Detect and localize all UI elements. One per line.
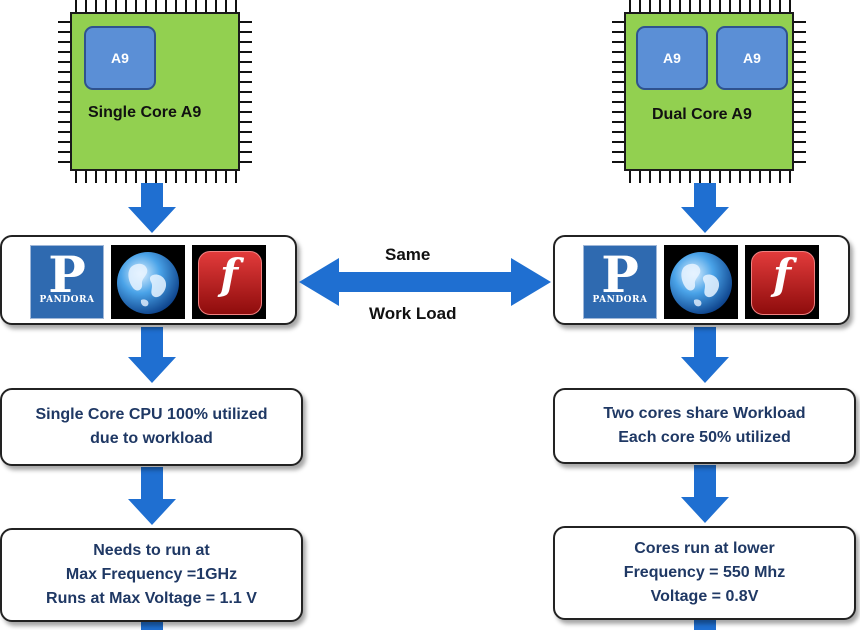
right-chip: A9 A9 Dual Core A9 (624, 12, 794, 171)
pandora-icon: P PANDORA (583, 245, 657, 319)
left-arrow-chip-to-apps (128, 183, 176, 233)
flash-icon: f (192, 245, 266, 319)
left-freq-line-3: Runs at Max Voltage = 1.1 V (46, 590, 257, 607)
left-status-line-2: due to workload (90, 430, 213, 447)
left-apps-box: P PANDORA f (0, 235, 297, 325)
pandora-icon: P PANDORA (30, 245, 104, 319)
flash-icon: f (745, 245, 819, 319)
pandora-text: PANDORA (39, 295, 95, 305)
left-status-line-1: Single Core CPU 100% utilized (35, 406, 268, 423)
right-freq-line-3: Voltage = 0.8V (650, 588, 759, 605)
right-chip-label: Dual Core A9 (652, 106, 752, 123)
left-chip-pins (58, 0, 252, 183)
flash-letter: f (219, 250, 239, 299)
right-freq-line-1: Cores run at lower (634, 540, 775, 557)
right-core-a9-2: A9 (716, 26, 788, 90)
left-chip: A9 Single Core A9 (70, 12, 240, 171)
left-chip-label: Single Core A9 (88, 104, 202, 121)
pandora-letter: P (601, 245, 639, 304)
globe-icon (664, 245, 738, 319)
globe-icon (111, 245, 185, 319)
right-arrow-apps-to-status (681, 327, 729, 383)
flash-letter: f (772, 250, 792, 299)
same-workload-double-arrow (299, 258, 551, 306)
right-frequency-box: Cores run at lower Frequency = 550 Mhz V… (553, 526, 856, 620)
right-arrow-chip-to-apps (681, 183, 729, 233)
right-status-box: Two cores share Workload Each core 50% u… (553, 388, 856, 464)
right-arrow-status-to-freq (681, 465, 729, 523)
work-load-label: Work Load (369, 304, 457, 323)
left-frequency-box: Needs to run at Max Frequency =1GHz Runs… (0, 528, 303, 622)
left-core-a9: A9 (84, 26, 156, 90)
right-apps-box: P PANDORA f (553, 235, 850, 325)
right-status-line-1: Two cores share Workload (603, 405, 806, 422)
left-status-box: Single Core CPU 100% utilized due to wor… (0, 388, 303, 466)
right-arrow-continue (694, 618, 716, 630)
right-status-line-2: Each core 50% utilized (618, 429, 791, 446)
left-arrow-apps-to-status (128, 327, 176, 383)
right-freq-line-2: Frequency = 550 Mhz (623, 564, 786, 581)
right-core-a9-1: A9 (636, 26, 708, 90)
pandora-letter: P (48, 245, 86, 304)
left-arrow-status-to-freq (128, 467, 176, 525)
right-chip-pins (612, 0, 806, 183)
left-freq-line-2: Max Frequency =1GHz (65, 566, 238, 583)
left-freq-line-1: Needs to run at (93, 542, 210, 559)
pandora-text: PANDORA (592, 295, 648, 305)
same-label: Same (385, 245, 431, 264)
